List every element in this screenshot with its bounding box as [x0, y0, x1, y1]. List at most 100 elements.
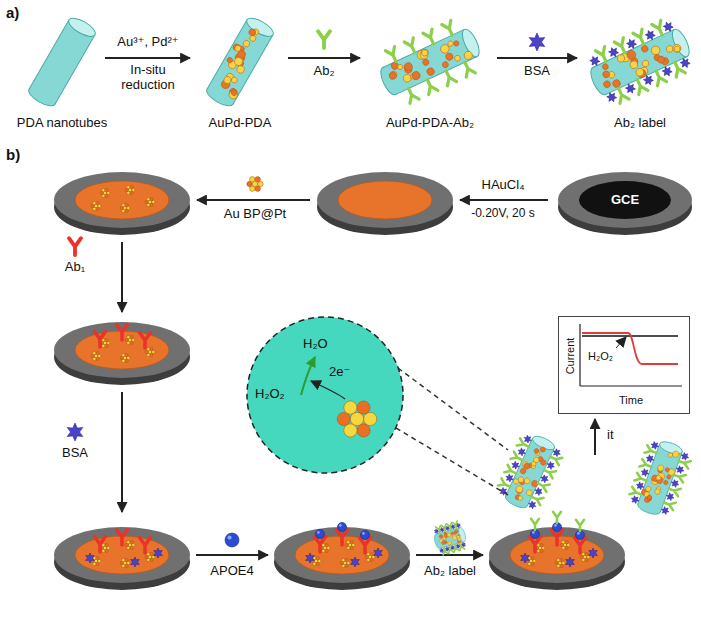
aupd-particle	[540, 459, 547, 466]
aupd-particle	[234, 44, 242, 52]
step-label: PDA nanotubes	[17, 116, 107, 131]
bsa-star	[374, 548, 383, 558]
aupd-particle	[650, 45, 661, 56]
antibody-symbol	[670, 60, 685, 77]
antibody-symbol	[549, 453, 563, 465]
particle	[128, 188, 131, 191]
bsa-star	[566, 557, 575, 567]
antibody-symbol	[447, 523, 454, 531]
pda-nanotube	[493, 429, 566, 515]
tube-end	[669, 27, 693, 59]
antibody-symbol	[530, 537, 541, 552]
sphere-highlight	[362, 532, 365, 535]
antibody-stroke	[360, 538, 371, 553]
tube-end	[66, 15, 98, 40]
aupd-particle	[235, 64, 245, 74]
antibody-stroke	[140, 538, 151, 553]
electrode-surface	[579, 181, 671, 219]
bsa-star	[539, 474, 549, 484]
particle	[128, 543, 131, 546]
tube-edge	[55, 35, 95, 104]
apoe4-sphere	[316, 530, 325, 539]
antibody-symbol	[441, 524, 448, 532]
antibody-stroke	[614, 38, 629, 55]
antibody-stroke	[530, 493, 544, 505]
bsa-star	[630, 495, 640, 504]
antibody-symbol	[530, 493, 544, 505]
aupd-particle	[525, 489, 533, 497]
antibody-stroke	[117, 530, 128, 545]
bsa-star	[86, 553, 95, 563]
au-bp-pt-cluster	[120, 353, 130, 362]
antibody-stroke	[639, 459, 652, 470]
electrode-rim	[274, 527, 410, 583]
step-label: it	[607, 428, 614, 443]
antibody-symbol	[423, 78, 438, 95]
antibody-symbol	[575, 538, 586, 553]
au-bp-pt-cluster	[91, 201, 101, 210]
bsa-star	[624, 82, 636, 95]
antibody-symbol	[639, 459, 652, 470]
antibody-stroke	[460, 60, 475, 77]
step-label: HAuCl₄	[482, 178, 525, 193]
aupd-particle	[655, 475, 661, 481]
zoom-leader	[396, 428, 508, 495]
aupd-particle	[441, 61, 449, 69]
particle	[529, 559, 532, 562]
bsa-star	[521, 553, 530, 563]
antibody-stroke	[662, 499, 675, 510]
particle	[368, 555, 371, 558]
process-arrow	[288, 57, 360, 59]
aupd-particle	[523, 462, 531, 470]
aupd-particle	[226, 56, 233, 63]
au-bp-pt-cluster	[100, 188, 110, 197]
particle	[94, 559, 97, 562]
step-label: -0.20V, 20 s	[471, 207, 535, 221]
particle	[337, 412, 350, 425]
apoe4-sphere	[225, 533, 239, 547]
antibody-stroke	[442, 69, 457, 86]
bsa-star	[529, 33, 545, 51]
antibody-symbol	[652, 69, 667, 86]
antibody-stroke	[530, 537, 541, 552]
antibody-stroke	[652, 20, 667, 37]
antibody-symbol	[337, 530, 348, 545]
antibody-stroke	[318, 31, 330, 48]
antibody-symbol	[614, 86, 629, 103]
tube-end	[457, 527, 467, 543]
antibody-stroke	[117, 325, 128, 340]
bsa-star	[650, 441, 660, 450]
electrode-rim	[54, 322, 190, 378]
antibody-symbol	[614, 38, 629, 55]
bsa-star	[589, 548, 598, 558]
antibody-stroke	[595, 47, 610, 64]
aupd-particle	[419, 50, 430, 61]
antibody-symbol	[576, 520, 584, 531]
antibody-stroke	[436, 526, 443, 534]
antibody-symbol	[95, 537, 106, 552]
antibody-stroke	[673, 471, 686, 482]
antibody-symbol	[652, 20, 667, 37]
aupd-particle	[230, 88, 238, 96]
antibody-symbol	[633, 78, 648, 95]
antibody-symbol	[498, 478, 512, 490]
bsa-star	[510, 460, 520, 470]
particle	[94, 204, 97, 207]
tube-edge	[207, 20, 247, 89]
antibody-stroke	[668, 485, 681, 496]
electrode-rim	[54, 172, 190, 228]
step-label: a)	[6, 4, 19, 21]
antibody-stroke	[536, 480, 550, 492]
aupd-particle	[673, 45, 681, 53]
bsa-star	[608, 46, 620, 59]
au-bp-pt-cluster	[555, 558, 565, 567]
pda-nanotube	[626, 435, 695, 520]
aupd-particle	[629, 60, 639, 70]
antibody-symbol	[531, 519, 539, 530]
antibody-symbol	[442, 69, 457, 86]
bsa-star	[645, 454, 655, 463]
aupd-particle	[515, 485, 524, 494]
aupd-particle	[517, 476, 524, 483]
aupd-particle	[227, 89, 239, 101]
aupd-particle	[666, 474, 671, 479]
